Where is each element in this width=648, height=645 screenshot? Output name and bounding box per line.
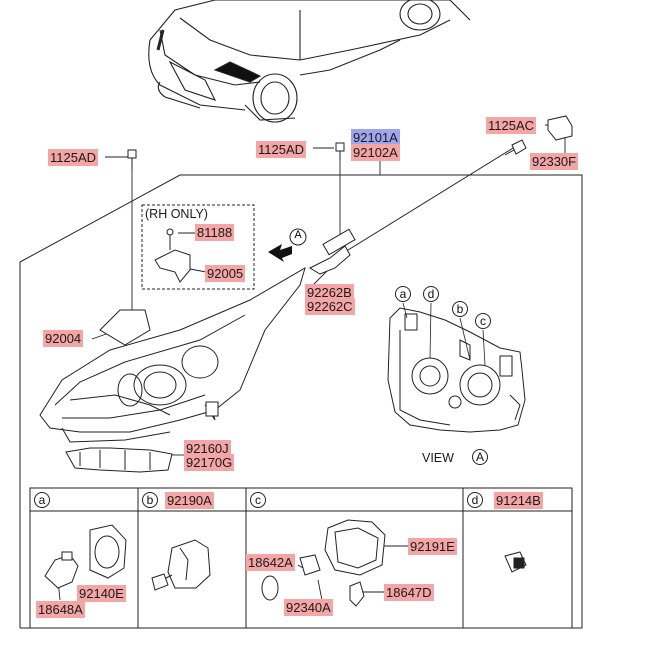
rh-only-text: (RH ONLY) — [145, 207, 208, 221]
callout-91214b[interactable]: 91214B — [494, 492, 543, 509]
view-a-circle: A — [472, 449, 488, 465]
callout-1125ad-left[interactable]: 1125AD — [48, 149, 99, 166]
callout-92160j[interactable]: 92160J — [184, 440, 231, 457]
callout-1125ad-mid[interactable]: 1125AD — [256, 141, 307, 158]
leader-lines — [57, 124, 566, 601]
callout-92340a[interactable]: 92340A — [284, 599, 333, 616]
callout-92170g[interactable]: 92170G — [184, 454, 235, 471]
callout-81188[interactable]: 81188 — [195, 224, 235, 241]
socket-icon — [504, 115, 573, 156]
bulb-icon — [44, 524, 127, 589]
car-illustration — [148, 0, 471, 123]
detail-b-header: b — [142, 492, 158, 508]
callout-1125ac[interactable]: 1125AC — [486, 117, 537, 134]
callout-92140e[interactable]: 92140E — [77, 585, 126, 602]
view-a-marker-a: a — [395, 286, 411, 302]
callout-92191e[interactable]: 92191E — [408, 538, 457, 555]
callout-18648a[interactable]: 18648A — [36, 601, 85, 618]
bolt-icon — [127, 142, 345, 170]
view-a-marker-d: d — [423, 286, 439, 302]
callout-18647d[interactable]: 18647D — [384, 584, 434, 601]
callout-92262b[interactable]: 92262B — [305, 284, 354, 301]
callout-92102a[interactable]: 92102A — [351, 144, 400, 161]
view-a-text: VIEW — [422, 451, 454, 465]
view-a-leaders — [402, 302, 486, 366]
bracket-icon — [154, 228, 191, 283]
arrow-a-label: A — [294, 229, 302, 241]
socket-icon-b — [151, 539, 211, 591]
detail-c-header: c — [250, 492, 266, 508]
rh-only-box — [141, 204, 255, 290]
callout-18642a[interactable]: 18642A — [246, 554, 295, 571]
callout-92262c[interactable]: 92262C — [305, 298, 355, 315]
view-a-marker-b: b — [452, 301, 468, 317]
callout-92005[interactable]: 92005 — [205, 265, 246, 282]
callout-92190a[interactable]: 92190A — [165, 492, 214, 509]
dust-cap-icon — [261, 519, 386, 607]
callout-92004[interactable]: 92004 — [43, 330, 84, 347]
callout-92330f[interactable]: 92330F — [530, 153, 579, 170]
callout-92101a[interactable]: 92101A — [351, 129, 400, 146]
small-bulb-icon — [504, 551, 527, 573]
headlamp-rear-view-icon — [387, 307, 526, 433]
detail-d-header: d — [467, 492, 483, 508]
view-arrow-icon — [268, 228, 307, 262]
strip-bracket-icon — [65, 447, 173, 473]
detail-a-header: a — [34, 492, 50, 508]
headlamp-assembly-icon — [39, 228, 356, 443]
view-a-marker-c: c — [475, 313, 491, 329]
